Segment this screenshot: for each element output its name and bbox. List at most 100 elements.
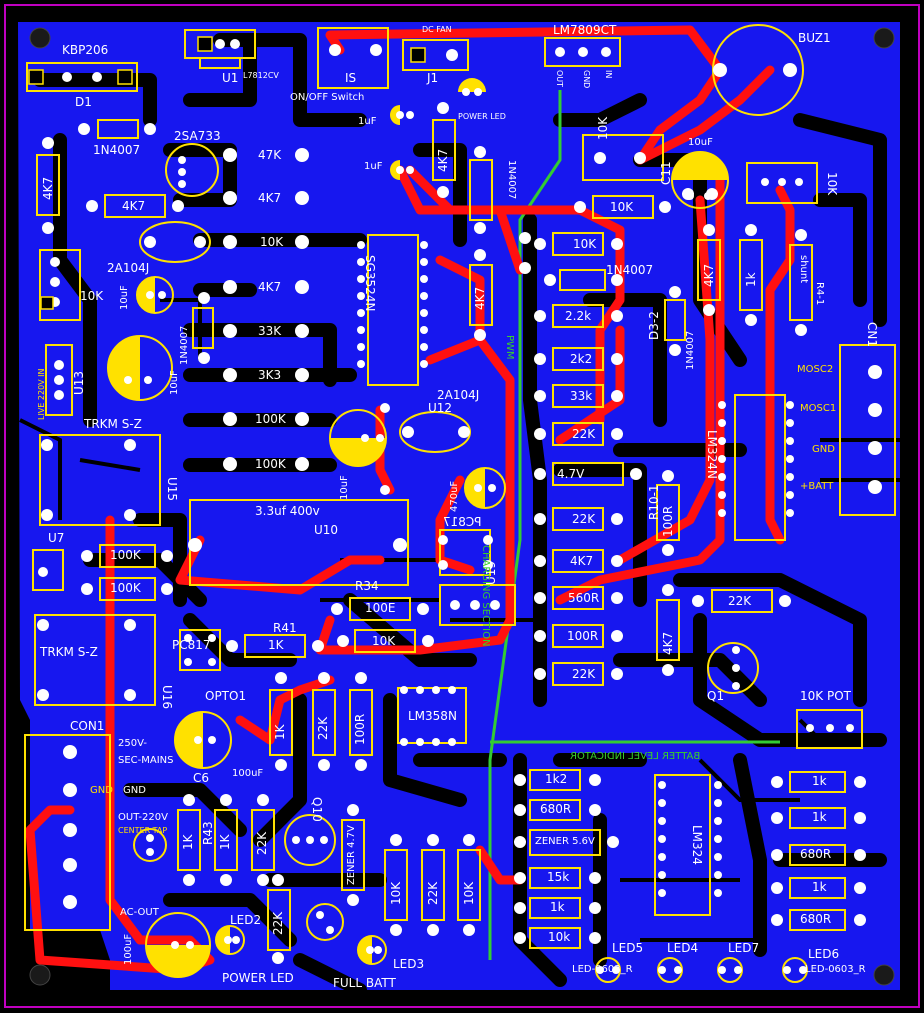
label-power-led: POWER LED [222,971,294,985]
label-r10k-h: 10K [389,881,403,905]
label-buz1: BUZ1 [798,31,831,45]
label-led5: LED5 [612,941,644,955]
label-cap33: 3.3uf 400v [255,504,320,518]
label-r4-1: R4-1 [814,282,825,306]
label-r10-1: R10-1 [647,484,661,520]
label-r10k-top: 10K [596,116,610,140]
label-out: OUT [555,70,564,88]
label-ctap: CENTER TAP [118,826,168,835]
label-j1: J1 [427,71,439,85]
label-pc817-b: PC817 [443,515,482,529]
label-470uf: 470uF [449,480,460,512]
label-lm324: LM324 [690,825,704,865]
label-r680r-b: 680R [800,847,832,861]
label-u1: U1 [222,71,239,85]
label-r4k7-e: 4K7 [570,554,594,568]
label-q10: Q10 [310,797,324,822]
label-led7: LED7 [728,941,760,955]
label-r4k7-right: 4K7 [702,263,716,287]
label-r100r-v2: 100R [353,713,367,745]
label-r10k-d: 10K [573,237,597,251]
label-r33k: 33K [258,324,282,338]
label-u12: U12 [428,401,453,415]
cap-fills [108,78,728,977]
label-r10k-a: 10K [260,235,284,249]
label-1uf-a: 1uF [358,116,377,127]
label-is: IS [345,71,357,85]
label-1n4007-b: 1N4007 [179,325,190,365]
label-r4k7-mid2: 4K7 [473,286,487,310]
label-2a104j-a: 2A104J [107,261,150,275]
label-10uf-c: 10uF [339,475,350,500]
label-r22k-a: 22K [572,427,596,441]
label-r34: R34 [355,579,379,593]
label-r4-7v: 4.7V [557,467,585,481]
label-r43: R43 [201,821,215,845]
label-in-reg: IN [604,70,613,79]
label-r560: 560R [568,591,600,605]
label-r4k7b: 4K7 [258,280,282,294]
label-r1k-b: 1k [550,900,565,914]
label-u15: U15 [165,477,179,502]
label-power-led-top: POWER LED [458,112,506,121]
label-full-batt: FULL BATT [333,976,396,990]
label-charging: CHARGING SECTION [480,545,491,647]
label-gnd-y: GND [90,785,113,796]
pads [33,39,882,974]
label-shunt: shunt [798,255,809,284]
label-r4k7c: 4K7 [122,199,146,213]
label-r100k-c: 100K [110,548,141,562]
label-u7: U7 [48,531,65,545]
label-r1k2: 1k2 [545,772,568,786]
label-r10k-right: 10K [825,172,839,196]
label-10uf-a: 10uF [119,285,130,310]
label-gnd: GND [123,785,146,796]
label-trkm2: TRKM S-Z [40,645,98,659]
label-live: LIVE 220V IN [37,368,46,420]
label-r22k-e: 22K [255,831,269,855]
copper-pour [18,22,900,990]
label-2a104j-b: 2A104J [437,388,480,402]
label-r10k-b: 10K [80,289,104,303]
label-r22k-b: 22K [572,512,596,526]
label-led-ref: LED-0603_R [572,964,633,975]
label-1n4007-c: 1N4007 [506,160,517,200]
label-10uf-e: 100uF [123,933,134,965]
label-r2k2: 2k2 [570,352,593,366]
board-outline [4,4,920,1008]
label-d3-2: D3-2 [647,311,661,340]
label-gnd-reg: GND [582,70,591,89]
label-u10: U10 [314,523,339,537]
label-r100r: 100R [567,629,599,643]
label-cn1: CN1 [865,322,879,347]
label-pc817-a: PC817 [172,638,211,652]
label-r22k-f: 22K [426,881,440,905]
label-zener47: ZENER 4.7V [346,825,357,885]
label-c11: C11 [659,161,673,185]
label-r100r-v: 100R [661,505,675,537]
label-led4: LED4 [667,941,699,955]
label-1n4007-a: 1N4007 [93,143,141,157]
label-r41: R41 [273,621,297,635]
label-r1k-c: 1k [812,774,827,788]
label-mosc2: MOSC2 [797,364,834,375]
label-pwm: PWM [504,335,515,360]
label-r100k-b: 100K [255,457,286,471]
label-pot: 10K POT [800,689,851,703]
label-r10k-e: 10K [372,634,396,648]
green-lines [488,90,780,960]
label-batt-ind: BATTER LEVEL INDICATOR [570,751,701,762]
label-r3k3: 3K3 [258,368,282,382]
label-r4k7-v2: 4K7 [661,631,675,655]
label-r1k-g: 1K [218,834,232,850]
label-r4k7d: 4K7 [41,176,55,200]
label-r47k: 47K [258,148,282,162]
label-gnd-r: GND [812,444,835,455]
label-r10k-c: 10K [610,200,634,214]
label-out220: OUT-220V [118,812,168,823]
label-r22k-d: 22K [728,594,752,608]
label-r4k7a: 4K7 [258,191,282,205]
label-lm7809: LM7809CT [553,23,617,37]
label-sec-mains: SEC-MAINS [118,755,174,766]
